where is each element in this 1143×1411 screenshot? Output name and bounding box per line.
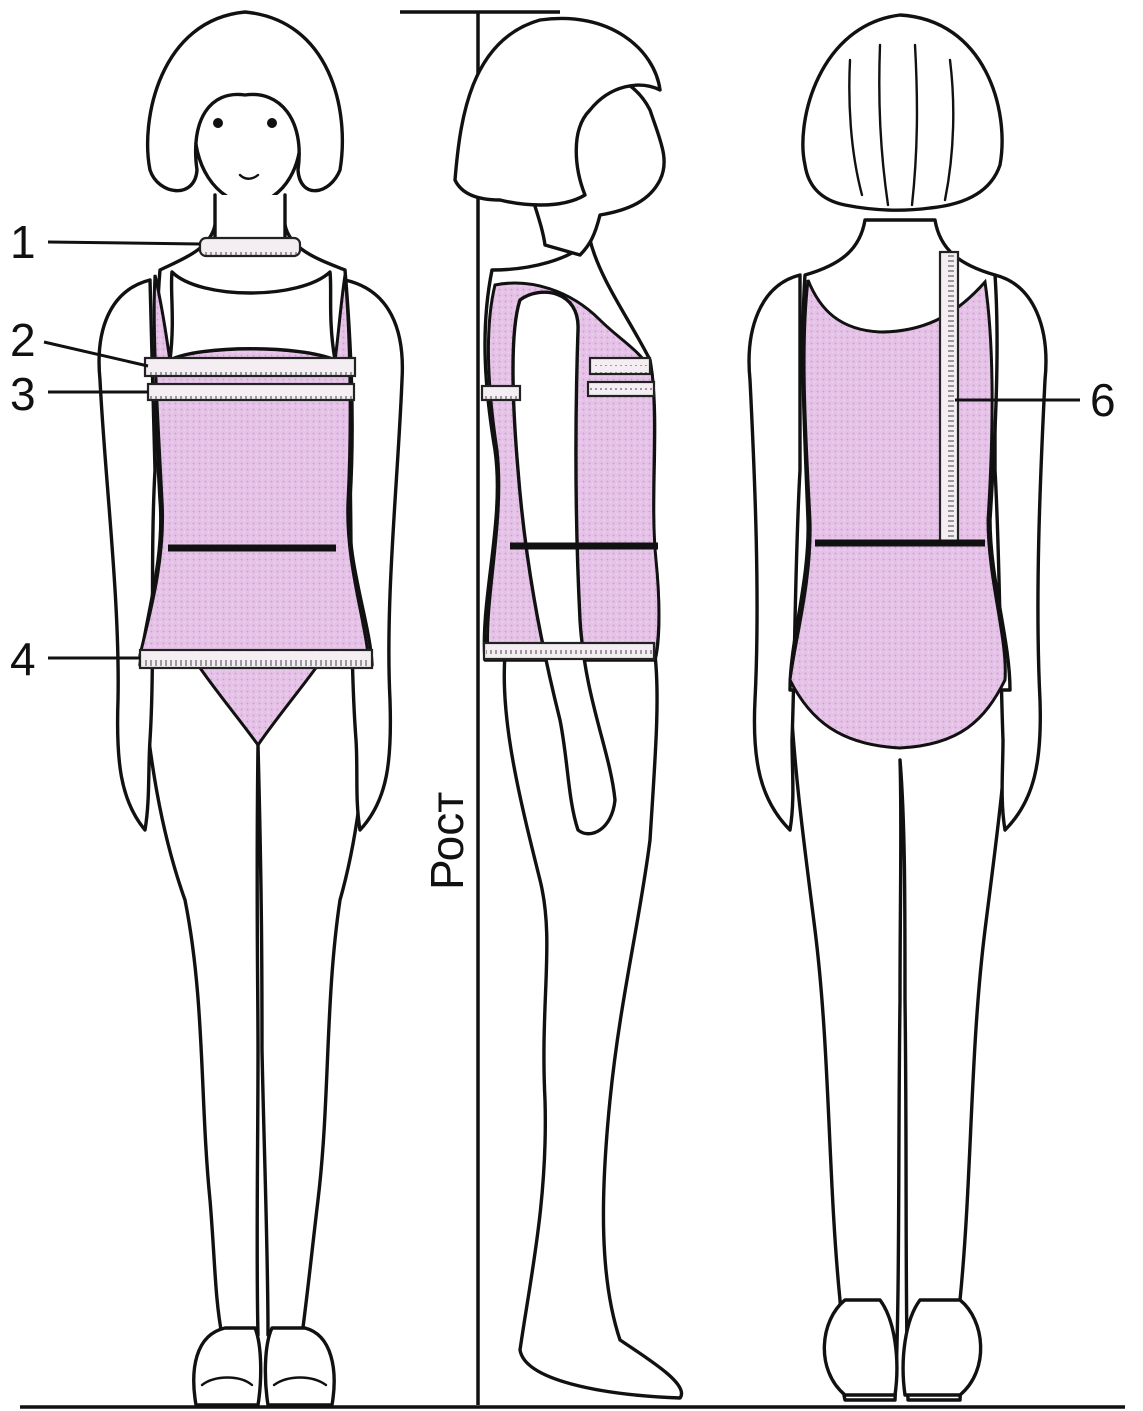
front-right-sandal (265, 1328, 334, 1405)
height-axis-label: Рост (421, 792, 473, 890)
back-legs (790, 690, 1010, 1400)
back-left-arm (749, 275, 800, 830)
back-right-arm (995, 275, 1046, 830)
callout-1: 1 (10, 216, 200, 268)
front-view-figure (99, 12, 402, 1405)
back-hair (803, 15, 1002, 210)
front-legs (140, 665, 372, 1335)
callout-6-label: 6 (1090, 374, 1116, 426)
callout-1-label: 1 (10, 216, 36, 268)
callout-2-label: 2 (10, 314, 36, 366)
back-view-figure (749, 15, 1046, 1400)
side-view-figure (455, 18, 682, 1398)
front-left-sandal (194, 1328, 261, 1405)
back-left-heel (824, 1300, 897, 1395)
back-swimsuit (790, 280, 1005, 748)
callout-3-label: 3 (10, 368, 36, 420)
callout-4-label: 4 (10, 633, 36, 685)
back-right-heel (903, 1300, 981, 1395)
